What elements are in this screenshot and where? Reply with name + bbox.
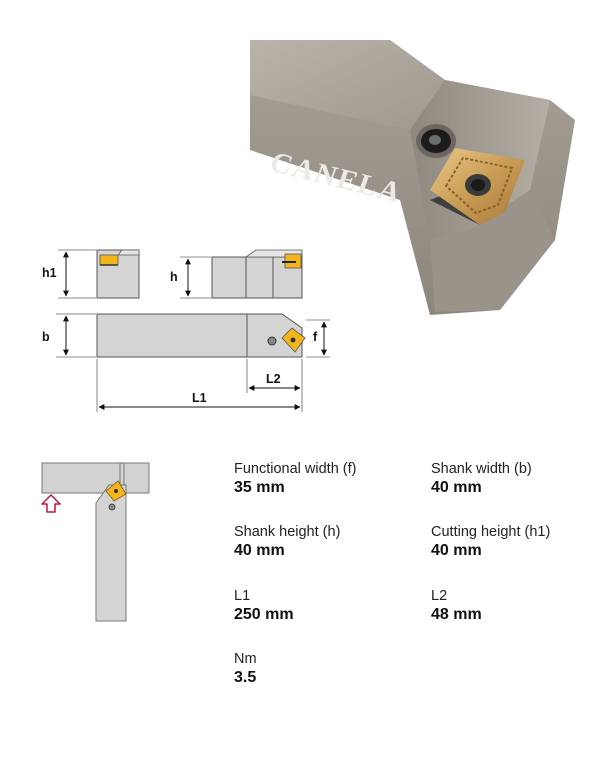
spec-l2: L2 48 mm	[431, 587, 482, 625]
label-h: h	[170, 270, 178, 284]
spec-label: Shank height (h)	[234, 524, 341, 540]
spec-value: 40 mm	[431, 542, 482, 559]
spec-value: 40 mm	[234, 542, 285, 559]
product-photo: CANELA	[250, 40, 600, 320]
workpiece	[41, 462, 150, 494]
spec-cutting-height: Cutting height (h1) 40 mm	[431, 523, 550, 561]
label-l2: L2	[266, 372, 281, 386]
spec-functional-width: Functional width (f) 35 mm	[234, 460, 357, 498]
dimension-drawing: h1 h b f L2 L1	[30, 240, 360, 420]
spec-label: Functional width (f)	[234, 461, 357, 477]
label-h1: h1	[42, 266, 57, 280]
spec-l1: L1 250 mm	[234, 587, 294, 625]
label-b: b	[42, 330, 50, 344]
spec-value: 40 mm	[431, 479, 482, 496]
side-view-shank	[96, 313, 248, 358]
insert-end-view-1	[99, 254, 119, 266]
label-f: f	[313, 330, 318, 344]
label-l1: L1	[192, 391, 207, 405]
spec-value: 3.5	[234, 669, 257, 686]
spec-label: L2	[431, 588, 448, 604]
spec-label: Nm	[234, 651, 257, 667]
spec-label: Cutting height (h1)	[431, 524, 551, 540]
top-view-schematic	[30, 455, 160, 630]
feed-arrow-icon	[41, 494, 61, 513]
spec-label: L1	[234, 588, 251, 604]
spec-nm: Nm 3.5	[234, 650, 257, 688]
spec-value: 250 mm	[234, 606, 294, 623]
tool-shank	[95, 484, 127, 622]
spec-value: 35 mm	[234, 479, 285, 496]
spec-label: Shank width (b)	[431, 461, 532, 477]
spec-value: 48 mm	[431, 606, 482, 623]
spec-shank-width: Shank width (b) 40 mm	[431, 460, 532, 498]
spec-shank-height: Shank height (h) 40 mm	[234, 523, 340, 561]
